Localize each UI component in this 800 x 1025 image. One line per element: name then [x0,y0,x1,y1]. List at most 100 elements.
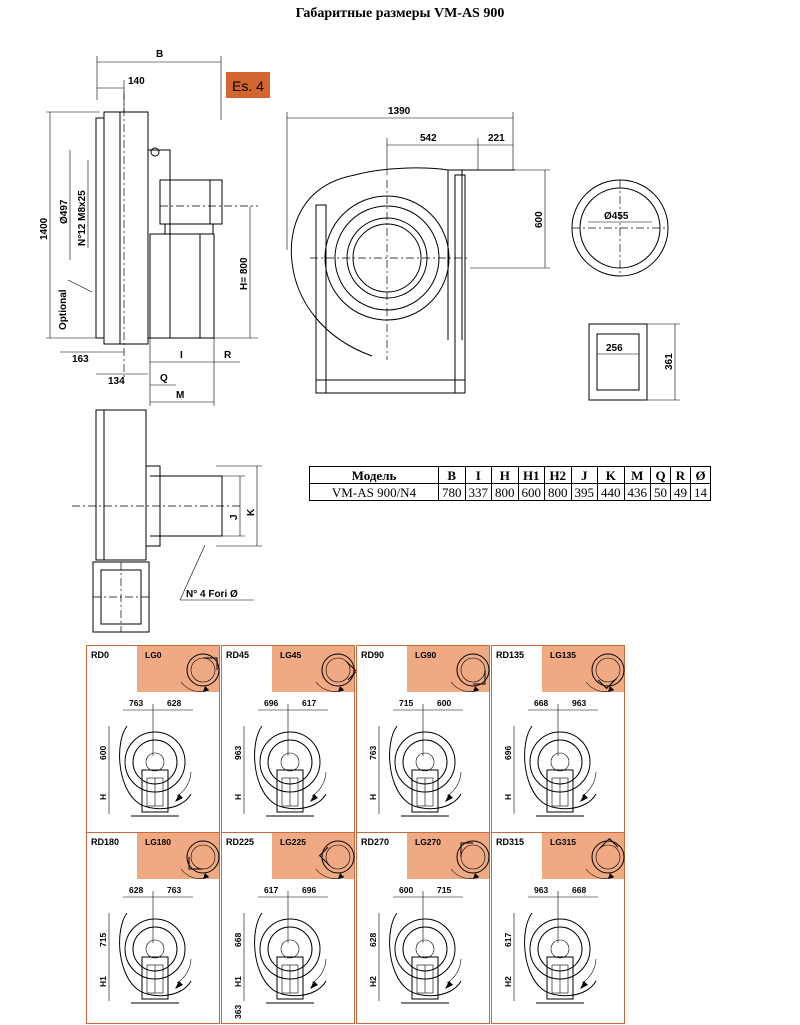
height-label: H [503,794,513,800]
orientation-diagram: LG135 668 963 696 H [503,650,625,817]
orientation-panel-rd225: RD225 LG225 617 696 668 H1 363 [221,832,355,1024]
cell-b: 780 [438,483,466,501]
inlet-flange: Ø455 [571,179,669,277]
cell-r: 49 [670,483,691,501]
dim-i-label: I [180,350,183,361]
dim-1390-label: 1390 [388,106,411,117]
lg-label: LG270 [415,837,441,847]
rotation-icon [456,653,490,687]
top-dim-a: 763 [129,698,143,708]
orientation-diagram: LG180 628 763 715 H1 [98,837,220,1004]
cell-o: 14 [690,483,711,501]
rd-label: RD90 [361,650,385,660]
top-dim-b: 628 [167,698,181,708]
cell-model: VM-AS 900/N4 [309,483,439,501]
cell-q: 50 [650,483,671,501]
top-dim-b: 696 [302,885,316,895]
orientation-panel-rd45: RD45 LG45 696 617 963 H [221,645,356,837]
holes-label: N° 4 Fori Ø [186,589,238,600]
dim-bolts-label: N°12 M8x25 [77,190,88,246]
top-dim-b: 763 [167,885,181,895]
cell-h2: 800 [544,483,572,501]
table-header-row: Модель B I H H1 H2 J K M Q R Ø [309,466,711,484]
dim-140-label: 140 [128,76,145,87]
dim-m-label: M [176,390,184,401]
left-dim: 696 [503,746,513,760]
left-dim: 763 [368,746,378,760]
left-dim: 668 [233,933,243,947]
col-h1: H1 [517,466,545,484]
rotation-icon [456,840,490,874]
height-label: H [368,794,378,800]
dim-361-label: 361 [664,353,675,370]
rd-label: RD225 [226,837,255,847]
top-dim-a: 668 [534,698,548,708]
lg-label: LG45 [280,650,302,660]
top-view: J K N° 4 Fori Ø [72,409,262,633]
spec-table: Модель B I H H1 H2 J K M Q R Ø VM-AS 900… [309,466,711,501]
top-dim-a: 715 [399,698,413,708]
left-dim: 963 [233,746,243,760]
top-dim-a: 696 [264,698,278,708]
extra-dim: 363 [233,1005,243,1019]
front-view: 1390 542 221 600 [286,106,550,394]
dim-1400-label: 1400 [39,217,50,240]
orientation-panel-rd90: RD90 LG90 715 600 763 H [356,645,490,837]
left-dim: 715 [98,933,108,947]
height-label: H2 [368,976,378,987]
top-dim-a: 628 [129,885,143,895]
height-label: H2 [503,976,513,987]
col-m: M [623,466,651,484]
outlet-flange: 256 361 [588,323,680,401]
rotation-icon [321,840,355,874]
col-i: I [464,466,492,484]
dim-k-label: K [246,508,257,516]
dim-221-label: 221 [488,133,505,144]
cell-j: 395 [570,483,598,501]
top-dim-b: 715 [437,885,451,895]
height-label: H1 [233,976,243,987]
lg-label: LG225 [280,837,306,847]
rotation-icon [591,653,625,687]
top-dim-a: 617 [264,885,278,895]
col-o: Ø [690,466,711,484]
orientation-panel-rd180: RD180 LG180 628 763 715 H1 [86,832,220,1024]
orientation-diagram: LG45 696 617 963 H [233,650,356,817]
dim-134-label: 134 [108,376,125,387]
lg-label: LG315 [550,837,576,847]
rotation-icon [186,840,220,874]
rd-label: RD45 [226,650,250,660]
cell-h: 800 [491,483,519,501]
page-title: Габаритные размеры VM-AS 900 [295,6,505,21]
rotation-icon [591,840,625,874]
cell-h1: 600 [517,483,545,501]
rotation-icon [321,653,355,687]
lg-label: LG180 [145,837,171,847]
lg-label: LG90 [415,650,437,660]
side-view: B 140 1400 Ø497 N°12 M8x25 Optional [39,49,258,406]
top-dim-a: 963 [534,885,548,895]
optional-label: Optional [58,289,69,330]
cell-m: 436 [623,483,651,501]
dim-o455-label: Ø455 [604,211,629,222]
height-label: H [98,794,108,800]
orientation-diagram: LG0 763 628 600 H [98,650,220,817]
dim-542-label: 542 [420,133,437,144]
rd-label: RD270 [361,837,390,847]
dim-q-label: Q [160,373,168,384]
left-dim: 600 [98,746,108,760]
orientation-diagram: LG315 963 668 617 H2 [503,837,625,1004]
dim-r-label: R [224,350,232,361]
orientation-panel-rd135: RD135 LG135 668 963 696 H [491,645,625,837]
technical-drawing: B 140 1400 Ø497 N°12 M8x25 Optional [39,49,680,633]
top-dim-b: 668 [572,885,586,895]
rd-label: RD135 [496,650,525,660]
orientation-diagram: LG90 715 600 763 H [368,650,490,817]
height-label: H [233,794,243,800]
top-dim-b: 617 [302,698,316,708]
left-dim: 628 [368,933,378,947]
left-dim: 617 [503,933,513,947]
height-label: H1 [98,976,108,987]
col-h2: H2 [544,466,572,484]
lg-label: LG135 [550,650,576,660]
